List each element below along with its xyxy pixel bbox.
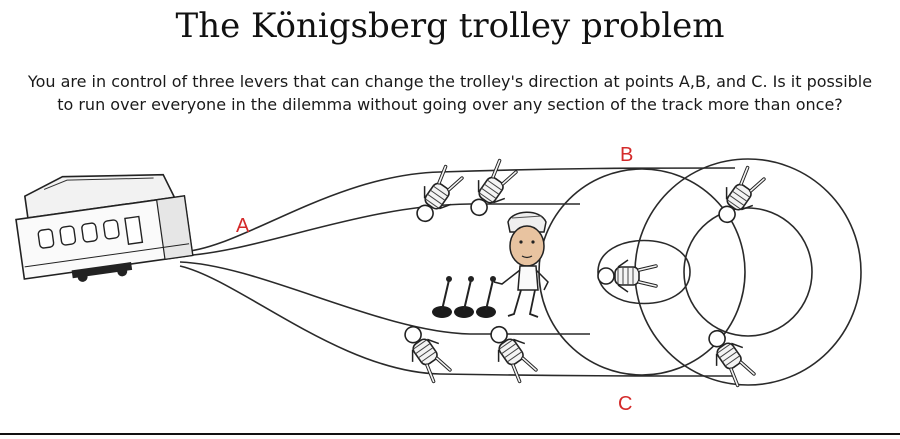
track-lower-inner: [179, 261, 590, 335]
track-loop-right-inner: [683, 207, 813, 337]
levers: [431, 275, 497, 319]
track-upper-inner: [179, 203, 580, 257]
lever-2: [453, 275, 475, 319]
person-right-upper: [707, 162, 771, 232]
trolley: [15, 173, 194, 282]
track-lower-outer: [179, 265, 736, 377]
lever-1: [431, 275, 453, 319]
track-center-ring: [597, 239, 691, 305]
label-point-b: B: [620, 144, 633, 166]
lever-3: [475, 275, 497, 319]
person-center: [596, 258, 658, 294]
euler-figure: [493, 211, 549, 318]
page-title: The Königsberg trolley problem: [175, 6, 725, 46]
problem-description: You are in control of three levers that …: [27, 72, 873, 114]
person-upper-2: [459, 155, 523, 225]
label-point-a: A: [236, 215, 250, 237]
people: [393, 155, 771, 391]
track-upper-outer: [179, 167, 736, 253]
bottom-rule: [0, 433, 900, 435]
label-point-c: C: [618, 393, 632, 415]
